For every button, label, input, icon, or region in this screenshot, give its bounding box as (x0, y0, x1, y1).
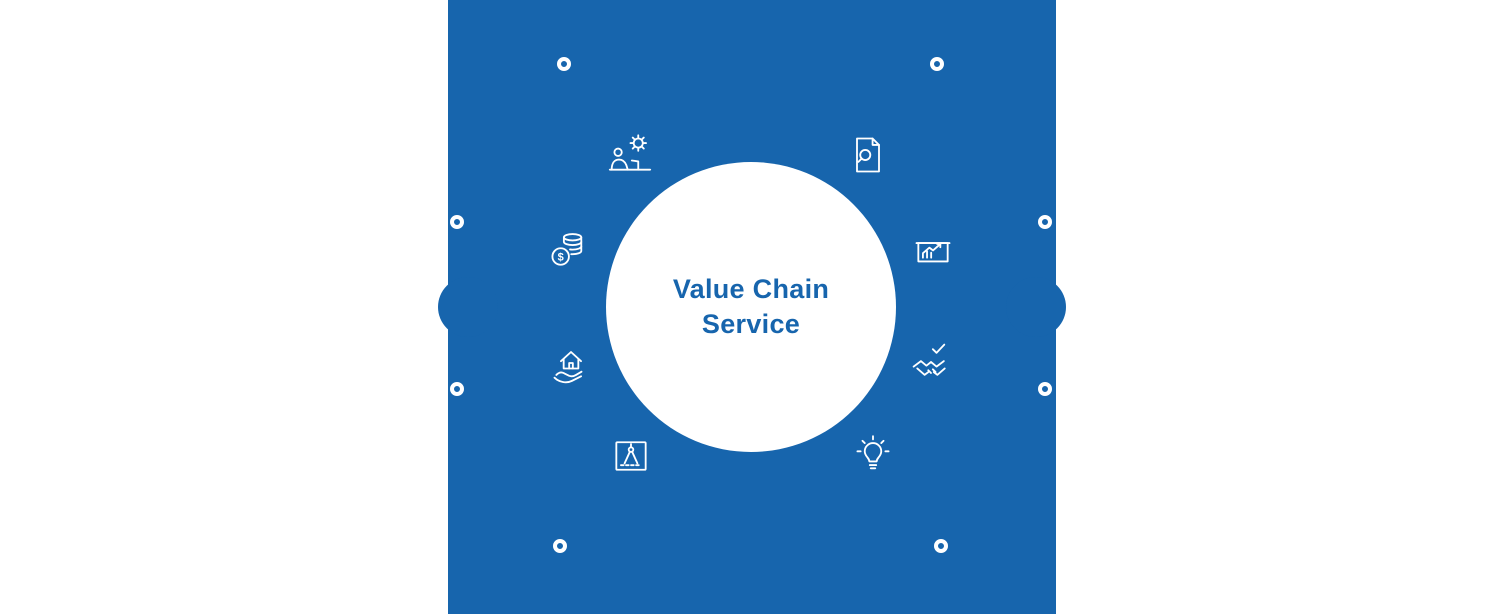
decor-dot (553, 539, 567, 553)
drafting-compass-icon (609, 434, 653, 478)
handshake-check-icon (909, 340, 953, 384)
decor-dot (450, 382, 464, 396)
document-search-icon (846, 133, 890, 177)
diagram-title: Value Chain Service (673, 272, 829, 342)
title-line-2: Service (701, 309, 801, 339)
decor-dot (1038, 382, 1052, 396)
center-circle: Value Chain Service (606, 162, 896, 452)
coins-dollar-icon: $ (546, 229, 590, 273)
lightbulb-idea-icon (851, 433, 895, 477)
presentation-chart-icon (911, 233, 955, 277)
consulting-gear-icon (608, 133, 652, 177)
decor-dot (934, 539, 948, 553)
right-edge-bump (1006, 277, 1066, 337)
decor-dot (557, 57, 571, 71)
blue-panel: $ (438, 0, 1066, 614)
house-support-icon (549, 341, 593, 385)
dollar-symbol: $ (558, 252, 564, 264)
decor-dot (1038, 215, 1052, 229)
decor-dot (930, 57, 944, 71)
left-edge-bump (438, 277, 498, 337)
title-line-1: Value Chain (672, 274, 830, 304)
decor-dot (450, 215, 464, 229)
